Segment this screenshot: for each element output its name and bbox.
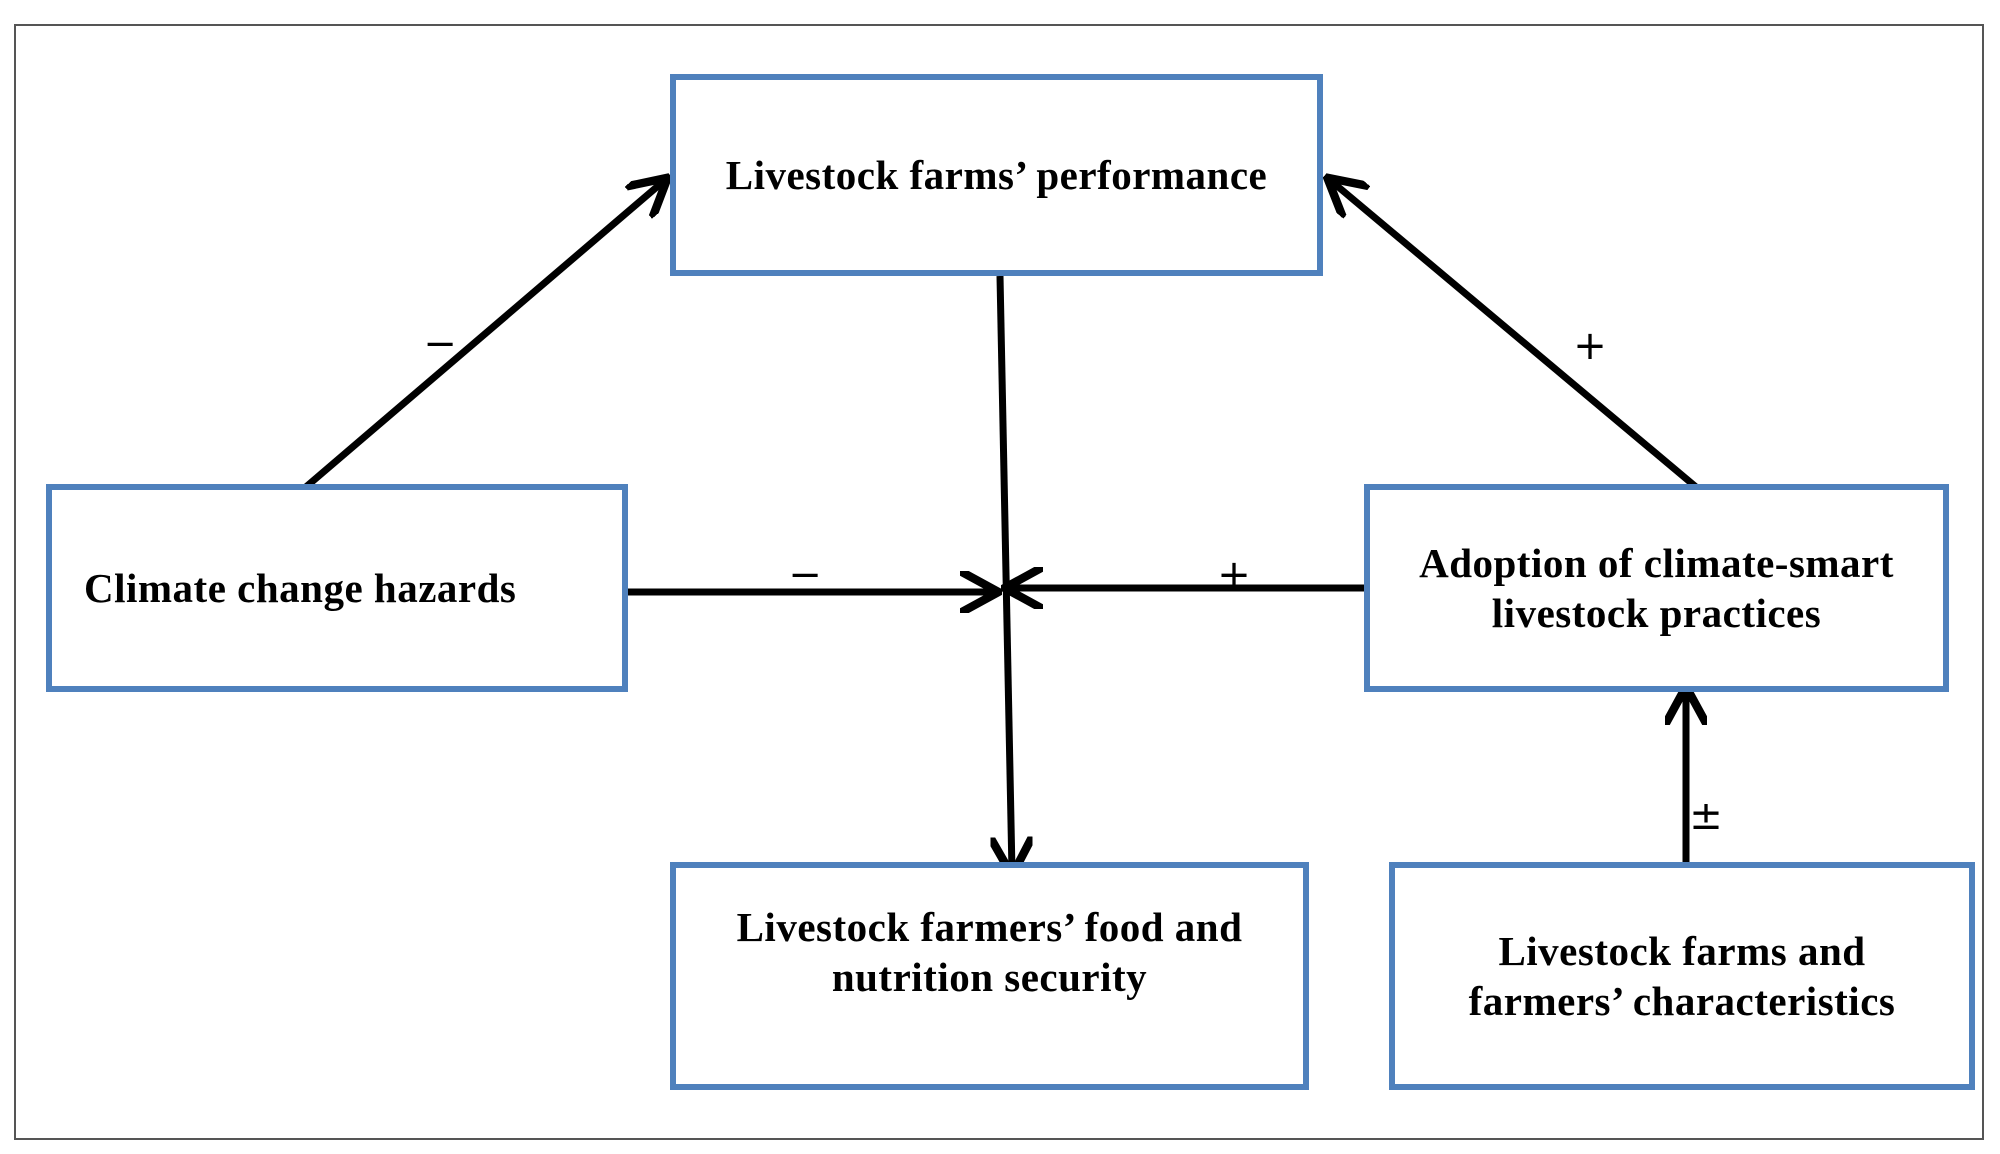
node-label-line-2: livestock practices [1491,590,1822,636]
node-label: Climate change hazards [84,564,517,611]
node-label-line-1: Adoption of climate-smart [1419,539,1894,586]
node-climate-change-hazards: Climate change hazards [46,484,628,692]
arrow-hazards-to-performance [297,180,665,495]
node-label-line-2: nutrition security [831,954,1148,1000]
sign-adoption-performance: + [1573,323,1607,369]
node-food-nutrition-security: Livestock farmers’ food and nutrition se… [670,862,1309,1090]
node-label: Livestock farms’ performance [725,151,1268,198]
sign-hazards-food-security: − [788,552,822,598]
node-adoption-csa-practices: Adoption of climate-smart livestock prac… [1364,484,1949,692]
sign-characteristics-adoption: ± [1689,793,1723,839]
node-livestock-farms-performance: Livestock farms’ performance [670,74,1323,276]
node-label-line-1: Livestock farmers’ food and [736,903,1243,950]
sign-hazards-performance: − [423,321,457,367]
node-farm-farmer-characteristics: Livestock farms and farmers’ characteris… [1389,862,1975,1090]
node-label-line-2: farmers’ characteristics [1468,978,1896,1024]
node-label-line-1: Livestock farms and [1498,927,1866,974]
sign-adoption-food-security: + [1217,552,1251,598]
arrow-adoption-to-performance [1330,180,1705,495]
arrow-performance-to-food-security [1000,275,1012,872]
